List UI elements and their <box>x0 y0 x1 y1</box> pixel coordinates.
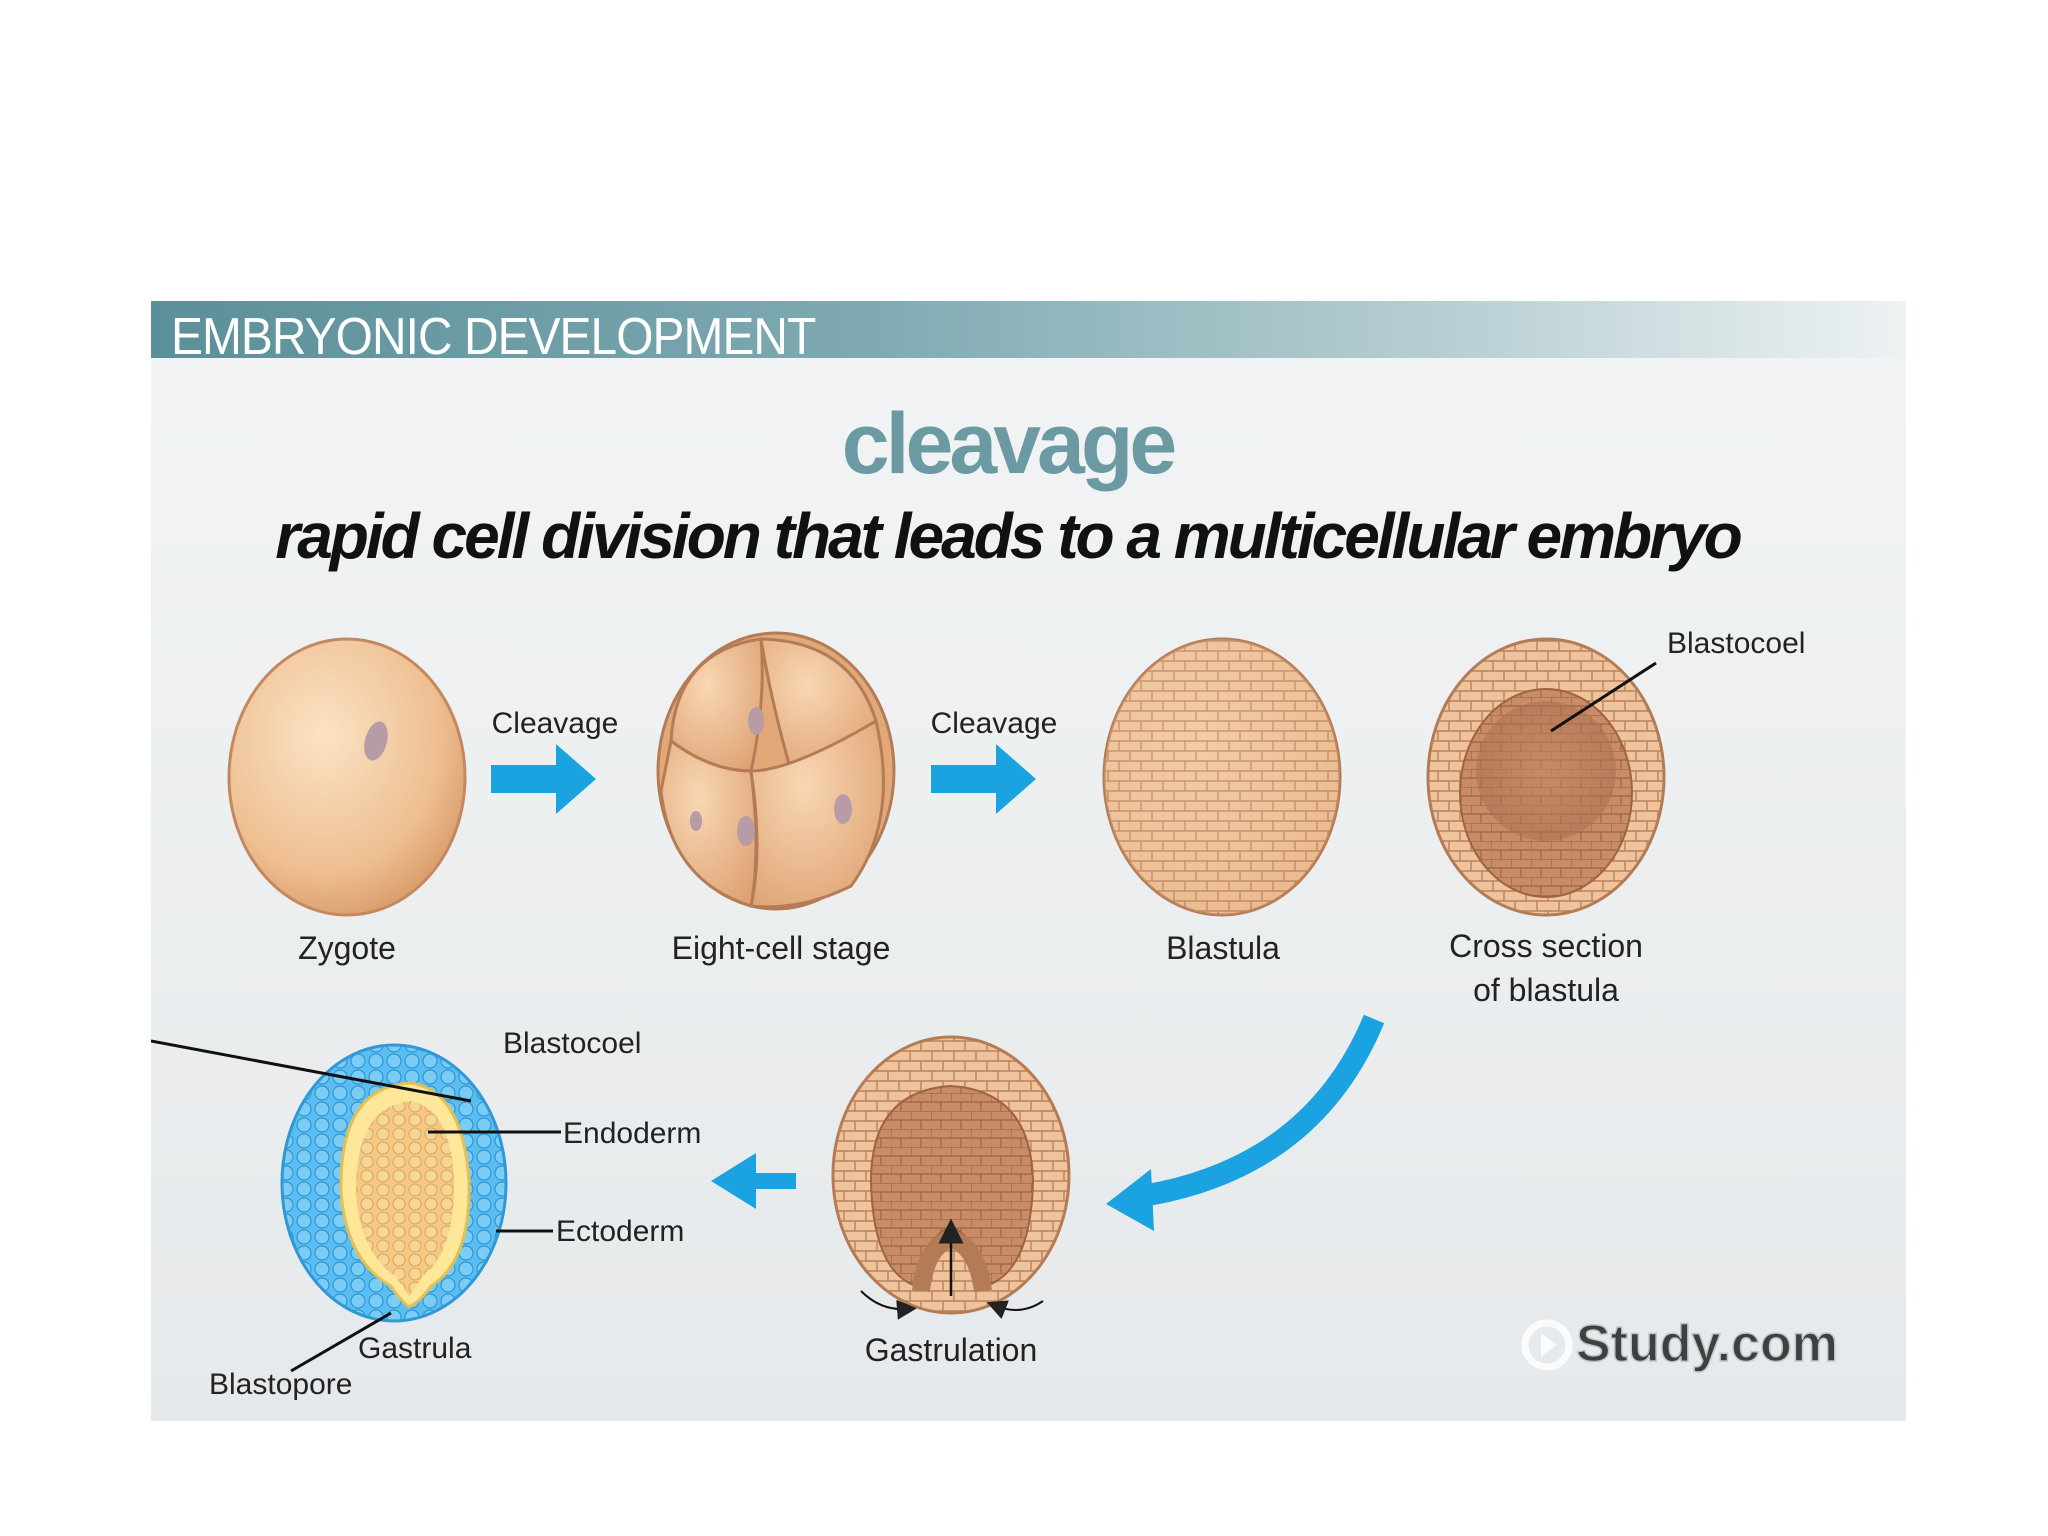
label-blastocoel-gastrula: Blastocoel <box>503 1027 641 1060</box>
watermark-text: Study.com <box>1576 1315 1838 1373</box>
label-blastopore: Blastopore <box>209 1368 352 1401</box>
slide-title: cleavage <box>841 396 1177 492</box>
curved-arrow <box>1106 1014 1385 1231</box>
label-cleavage-1: Cleavage <box>492 707 619 740</box>
label-zygote: Zygote <box>298 930 396 966</box>
blastula-illustration <box>1102 637 1342 917</box>
arrow-cleavage-2 <box>931 744 1036 814</box>
slide-subtitle: rapid cell division that leads to a mult… <box>275 500 1742 572</box>
arrow-to-gastrula <box>711 1153 796 1209</box>
label-ectoderm: Ectoderm <box>556 1215 684 1248</box>
header-title: EMBRYONIC DEVELOPMENT <box>171 308 816 366</box>
label-gastrulation: Gastrulation <box>865 1332 1038 1368</box>
label-blastocoel-top: Blastocoel <box>1667 627 1805 660</box>
label-gastrula: Gastrula <box>358 1332 472 1365</box>
label-cleavage-2: Cleavage <box>931 707 1058 740</box>
gastrula-illustration <box>151 1039 561 1373</box>
watermark: Study.com <box>1521 1314 1839 1374</box>
zygote-illustration <box>227 637 467 917</box>
cross-section-illustration <box>1426 637 1666 917</box>
diagram-art: Cleavage Cleavage <box>151 627 1839 1401</box>
header-bar: EMBRYONIC DEVELOPMENT <box>151 301 1906 366</box>
label-blastula: Blastula <box>1166 930 1280 966</box>
eight-cell-illustration <box>656 631 896 911</box>
label-eight-cell: Eight-cell stage <box>672 930 891 966</box>
gastrulation-illustration <box>831 1035 1071 1320</box>
label-cross-section-2: of blastula <box>1473 972 1619 1008</box>
slide: EMBRYONIC DEVELOPMENT cleavage rapid cel… <box>151 301 1906 1421</box>
arrow-cleavage-1 <box>491 744 596 814</box>
label-endoderm: Endoderm <box>563 1117 701 1150</box>
label-cross-section-1: Cross section <box>1449 928 1643 964</box>
